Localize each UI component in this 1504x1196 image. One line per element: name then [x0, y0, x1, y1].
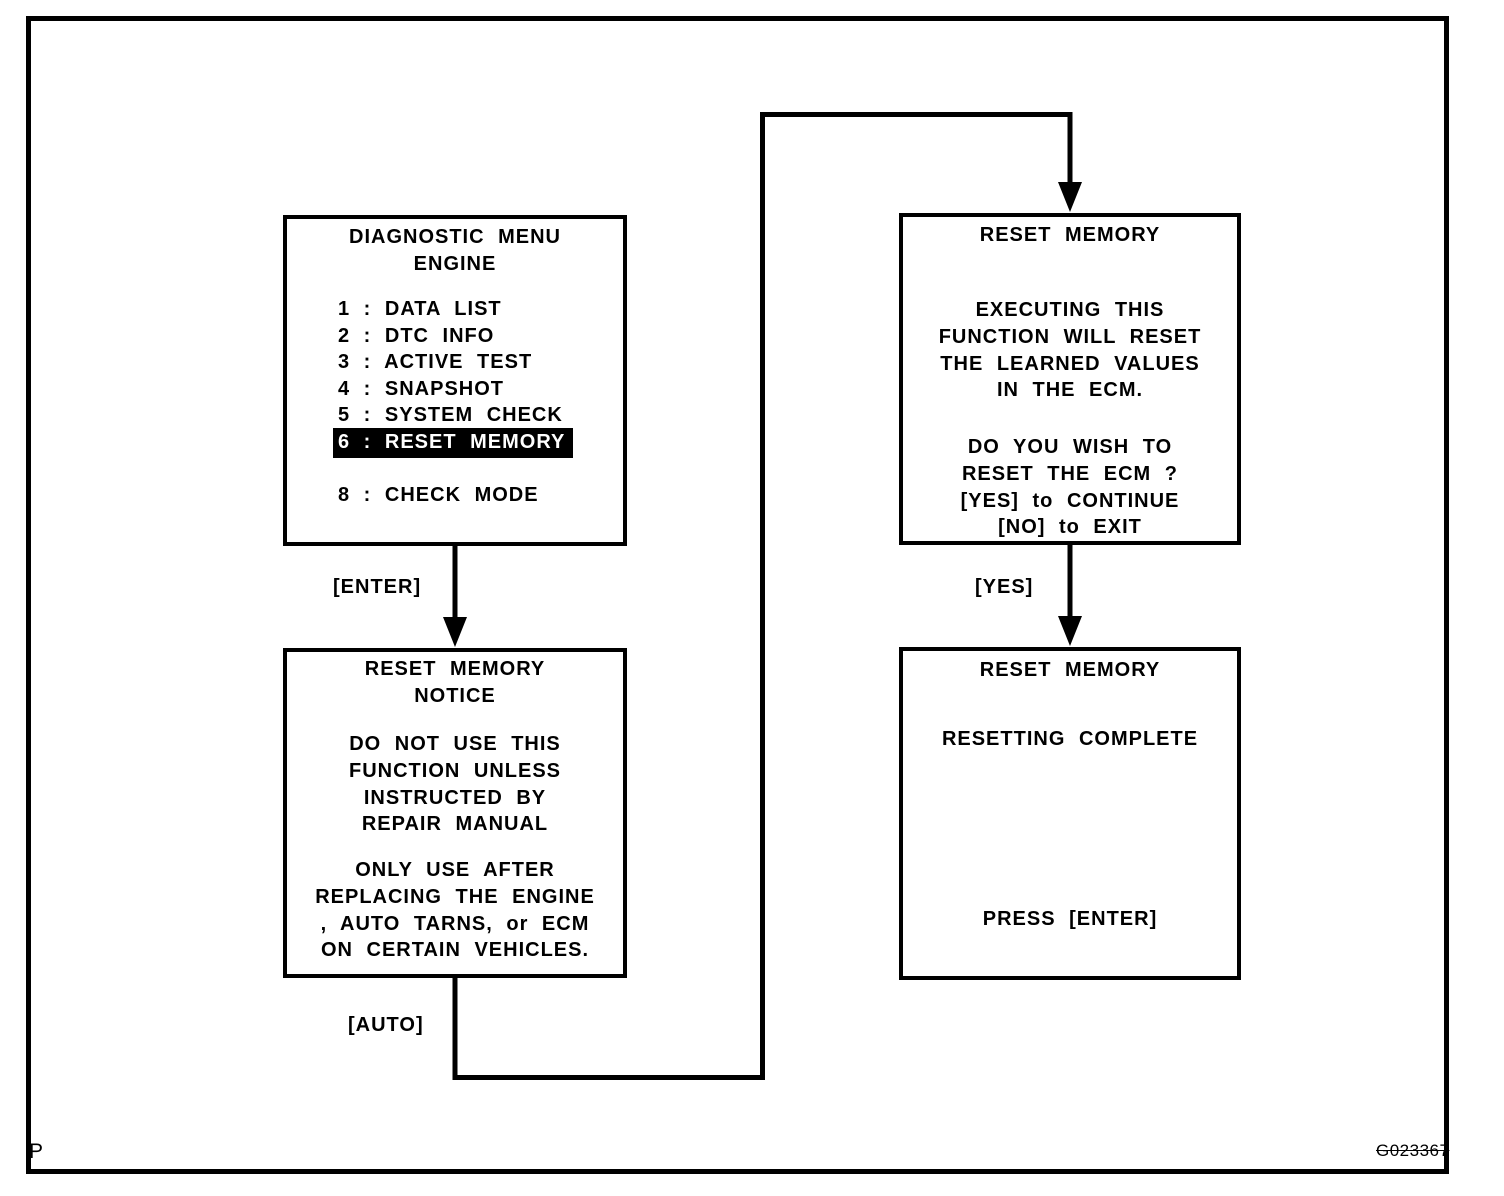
- reset-notice-warning-text: DO NOT USE THIS FUNCTION UNLESS INSTRUCT…: [349, 733, 561, 836]
- menu-item-label: 5 : SYSTEM CHECK: [338, 404, 563, 427]
- menu-item-label: 4 : SNAPSHOT: [338, 377, 505, 400]
- menu-item: 1 : DATA LIST: [338, 296, 573, 323]
- menu-item-label: 3 : ACTIVE TEST: [338, 351, 533, 374]
- reset-confirm-warning-text: EXECUTING THIS FUNCTION WILL RESET THE L…: [938, 299, 1202, 402]
- diagnostic-menu-title: DIAGNOSTIC MENU ENGINE: [349, 226, 561, 275]
- reset-confirm-title: RESET MEMORY: [979, 224, 1161, 246]
- menu-item-selected: 6 : RESET MEMORY: [333, 427, 574, 458]
- menu-item-label: 6 : RESET MEMORY: [333, 427, 574, 458]
- screen-reset-notice: RESET MEMORY NOTICE DO NOT USE THIS FUNC…: [283, 648, 627, 978]
- menu-item: 2 : DTC INFO: [338, 323, 573, 350]
- menu-item-label: 8 : CHECK MODE: [338, 483, 539, 506]
- reset-notice-title: RESET MEMORY NOTICE: [364, 658, 546, 707]
- screen-diagnostic-menu: DIAGNOSTIC MENU ENGINE 1 : DATA LIST 2 :…: [283, 215, 627, 546]
- figure-code: G023367: [1376, 1141, 1450, 1160]
- menu-item: 5 : SYSTEM CHECK: [338, 402, 573, 429]
- reset-confirm-prompt-text: DO YOU WISH TO RESET THE ECM ? [YES] to …: [960, 436, 1180, 539]
- screen-reset-complete: RESET MEMORY RESETTING COMPLETE PRESS [E…: [899, 647, 1241, 980]
- page-border-frame: [26, 16, 1449, 1174]
- menu-item: 8 : CHECK MODE: [338, 482, 573, 509]
- menu-item-label: 2 : DTC INFO: [338, 324, 495, 347]
- reset-complete-action-text: PRESS [ENTER]: [982, 908, 1158, 930]
- menu-item: 3 : ACTIVE TEST: [338, 349, 573, 376]
- flow-label-enter: [ENTER]: [333, 576, 422, 598]
- menu-item: 4 : SNAPSHOT: [338, 376, 573, 403]
- reset-notice-usage-text: ONLY USE AFTER REPLACING THE ENGINE , AU…: [315, 859, 595, 962]
- reset-complete-status-text: RESETTING COMPLETE: [941, 728, 1199, 750]
- flow-label-yes: [YES]: [975, 576, 1034, 598]
- diagnostic-menu-list: 1 : DATA LIST 2 : DTC INFO 3 : ACTIVE TE…: [333, 296, 574, 509]
- page-corner-letter: P: [29, 1140, 44, 1163]
- reset-complete-title: RESET MEMORY: [979, 659, 1161, 681]
- screen-reset-confirm: RESET MEMORY EXECUTING THIS FUNCTION WIL…: [899, 213, 1241, 545]
- menu-item-label: 1 : DATA LIST: [338, 298, 502, 320]
- flow-label-auto: [AUTO]: [348, 1014, 424, 1036]
